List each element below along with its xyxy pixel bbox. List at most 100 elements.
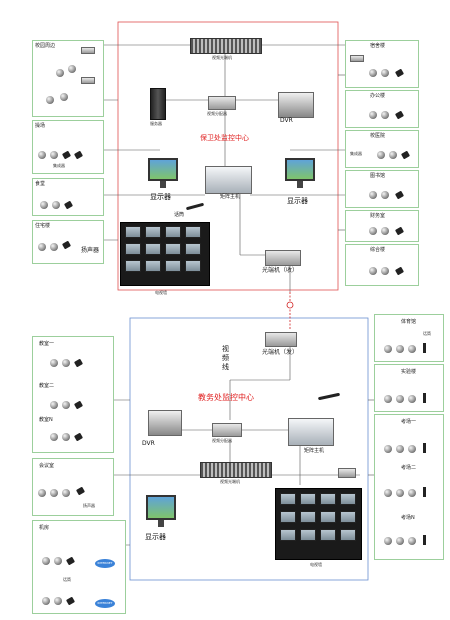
dome-camera-icon [49, 359, 59, 368]
encoder-icon [350, 55, 364, 62]
group-label: 实验楼 [401, 369, 417, 375]
bottom-tv-wall [275, 488, 362, 560]
bottom-matrix-label: 矩阵主机 [304, 448, 325, 454]
microphone-icon [423, 443, 426, 453]
left-group-classrooms: 教室一 教室二 教室N [32, 336, 114, 453]
group-sublabel: 话筒 [423, 331, 431, 336]
dome-camera-icon [368, 267, 378, 276]
group-label: 操场 [35, 123, 46, 129]
dome-camera-icon [383, 445, 393, 454]
top-left-monitor [148, 158, 178, 188]
dome-camera-icon [380, 69, 390, 78]
dome-camera-icon [407, 395, 417, 404]
top-center-title: 保卫处监控中心 [200, 134, 249, 142]
bottom-distributor-label: 视频分配器 [212, 438, 232, 443]
dome-camera-icon [388, 151, 398, 160]
dome-camera-icon [61, 489, 71, 498]
right-group-exam-rooms: 考场一 考场二 考场N [374, 414, 444, 560]
dome-camera-icon [407, 345, 417, 354]
dome-camera-icon [53, 597, 63, 606]
right-group-clinic: 校医院 集成器 [345, 130, 419, 168]
dome-camera-icon [407, 445, 417, 454]
dome-camera-icon [67, 65, 77, 74]
top-tvwall-label: 电视墙 [155, 290, 167, 295]
speaker-label: 扬声器 [83, 503, 95, 508]
group-label: 考场N [401, 515, 415, 521]
internet-cloud-icon: INTERNET [95, 599, 115, 608]
server-icon [150, 88, 166, 120]
group-label: 教室N [39, 417, 53, 423]
right-group-library: 图书馆 [345, 170, 419, 208]
dome-camera-icon [49, 401, 59, 410]
group-label: 考场一 [401, 419, 417, 425]
bullet-camera-icon [63, 200, 74, 210]
dome-camera-icon [368, 191, 378, 200]
top-mic-label: 话筒 [174, 212, 185, 218]
bullet-camera-icon [61, 240, 72, 250]
dome-camera-icon [380, 191, 390, 200]
top-rack-label: 视频光端机 [212, 55, 232, 60]
top-receiver-label: 光端机（收） [262, 267, 299, 274]
dome-camera-icon [407, 537, 417, 546]
bottom-rack-label: 视频光端机 [220, 479, 240, 484]
bullet-camera-icon [65, 596, 76, 606]
dome-camera-icon [368, 69, 378, 78]
left-group-computer-room: 机房 INTERNET 话筒 INTERNET [32, 520, 126, 614]
dome-camera-icon [49, 151, 59, 160]
dome-camera-icon [383, 489, 393, 498]
group-sublabel: 集成器 [53, 163, 65, 168]
left-group-meeting-room: 会议室 扬声器 [32, 458, 114, 516]
dome-camera-icon [368, 111, 378, 120]
right-group-complex: 综合楼 [345, 244, 419, 286]
bottom-monitor [146, 495, 176, 527]
dome-camera-icon [383, 345, 393, 354]
dome-camera-icon [37, 151, 47, 160]
left-group-canteen: 食堂 [32, 178, 104, 216]
right-group-dormitory: 宿舍楼 [345, 40, 419, 88]
bottom-encoder [338, 468, 356, 478]
top-right-monitor-label: 显示器 [287, 197, 308, 205]
top-center-frame [117, 21, 339, 291]
dome-camera-icon [383, 537, 393, 546]
dome-camera-icon [380, 227, 390, 236]
dome-camera-icon [41, 557, 51, 566]
bottom-sender-device [265, 332, 297, 347]
dome-camera-icon [49, 489, 59, 498]
dome-camera-icon [61, 401, 71, 410]
group-label: 机房 [39, 525, 50, 531]
dome-camera-icon [41, 597, 51, 606]
speaker-icon [75, 486, 86, 496]
left-group-playground: 操场 集成器 [32, 120, 104, 174]
right-group-lab-building: 实验楼 [374, 364, 444, 412]
bottom-video-optical-transceiver-rack [200, 462, 272, 478]
dome-camera-icon [368, 227, 378, 236]
speaker-label: 扬声器 [81, 247, 100, 254]
dome-camera-icon [45, 96, 55, 105]
top-left-monitor-label: 显示器 [150, 193, 171, 201]
bullet-camera-icon [394, 190, 405, 200]
microphone-icon [423, 487, 426, 497]
left-group-campus-periphery: 校园周边 [32, 40, 104, 117]
top-distributor-label: 视频分配器 [207, 111, 227, 116]
dome-camera-icon [376, 151, 386, 160]
group-label: 体育馆 [401, 319, 417, 325]
group-sublabel: 话筒 [63, 577, 71, 582]
fiber-junction [286, 301, 294, 309]
encoder-icon [81, 77, 95, 84]
group-label: 会议室 [39, 463, 55, 469]
bottom-video-distributor [212, 423, 242, 437]
right-group-finance: 财务室 [345, 210, 419, 242]
dome-camera-icon [51, 201, 61, 210]
dome-camera-icon [380, 111, 390, 120]
bullet-camera-icon [73, 150, 84, 160]
top-right-monitor [285, 158, 315, 188]
top-matrix-label: 矩阵主机 [220, 194, 241, 200]
bottom-matrix-host [288, 418, 334, 446]
group-label: 考场二 [401, 465, 417, 471]
dome-camera-icon [395, 345, 405, 354]
bullet-camera-icon [61, 150, 72, 160]
dome-camera-icon [49, 243, 59, 252]
dome-camera-icon [395, 445, 405, 454]
bullet-camera-icon [394, 266, 405, 276]
microphone-icon [423, 343, 426, 353]
